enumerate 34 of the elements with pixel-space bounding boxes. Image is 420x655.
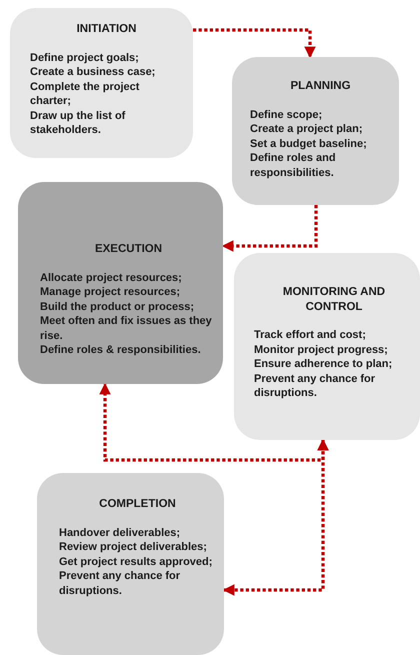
task-text: Manage project resources; (40, 285, 181, 300)
dotted-arrow (222, 438, 329, 596)
task-text: Track effort and cost; (254, 328, 367, 342)
task-text: Define roles & responsibilities. (40, 343, 202, 358)
phase-title: INITIATION (76, 22, 138, 36)
task-text: Complete the project charter; (30, 80, 140, 108)
task-text: Create a business case; (30, 65, 156, 80)
dotted-arrow (193, 28, 316, 58)
task-text: Monitor project progress; (254, 342, 389, 357)
task-text: Allocate project resources; (40, 270, 183, 285)
task-text: Meet often and fix issues as they rise. (40, 314, 213, 343)
task-text: Prevent any chance for disruptions. (59, 569, 182, 598)
task-text: Build the product or process; (40, 300, 196, 314)
task-text: Define scope; (250, 108, 324, 122)
dotted-arrow (222, 205, 318, 252)
task-text: Prevent any chance for disruptions. (254, 372, 376, 400)
task-text: Ensure adherence to plan; (254, 357, 394, 372)
phase-box (234, 253, 420, 440)
task-text: Create a project plan; (250, 122, 364, 136)
phase-box (37, 473, 224, 655)
phase-box (10, 8, 193, 158)
task-text: Define project goals; (30, 50, 140, 65)
phase-box (18, 182, 223, 384)
task-text: Set a budget baseline; (250, 136, 368, 151)
task-text: Draw up the list of stakeholders. (30, 108, 126, 138)
phase-title: MONITORING AND CONTROL (282, 285, 386, 314)
phase-title: PLANNING (289, 79, 352, 94)
phase-box (232, 57, 399, 205)
task-text: Define roles and responsibilities. (250, 151, 337, 180)
phase-title: COMPLETION (98, 497, 177, 512)
phase-title: EXECUTION (94, 242, 164, 256)
task-text: Get project results approved; (59, 554, 214, 569)
task-text: Handover deliverables; (59, 526, 182, 540)
task-text: Review project deliverables; (59, 540, 208, 554)
